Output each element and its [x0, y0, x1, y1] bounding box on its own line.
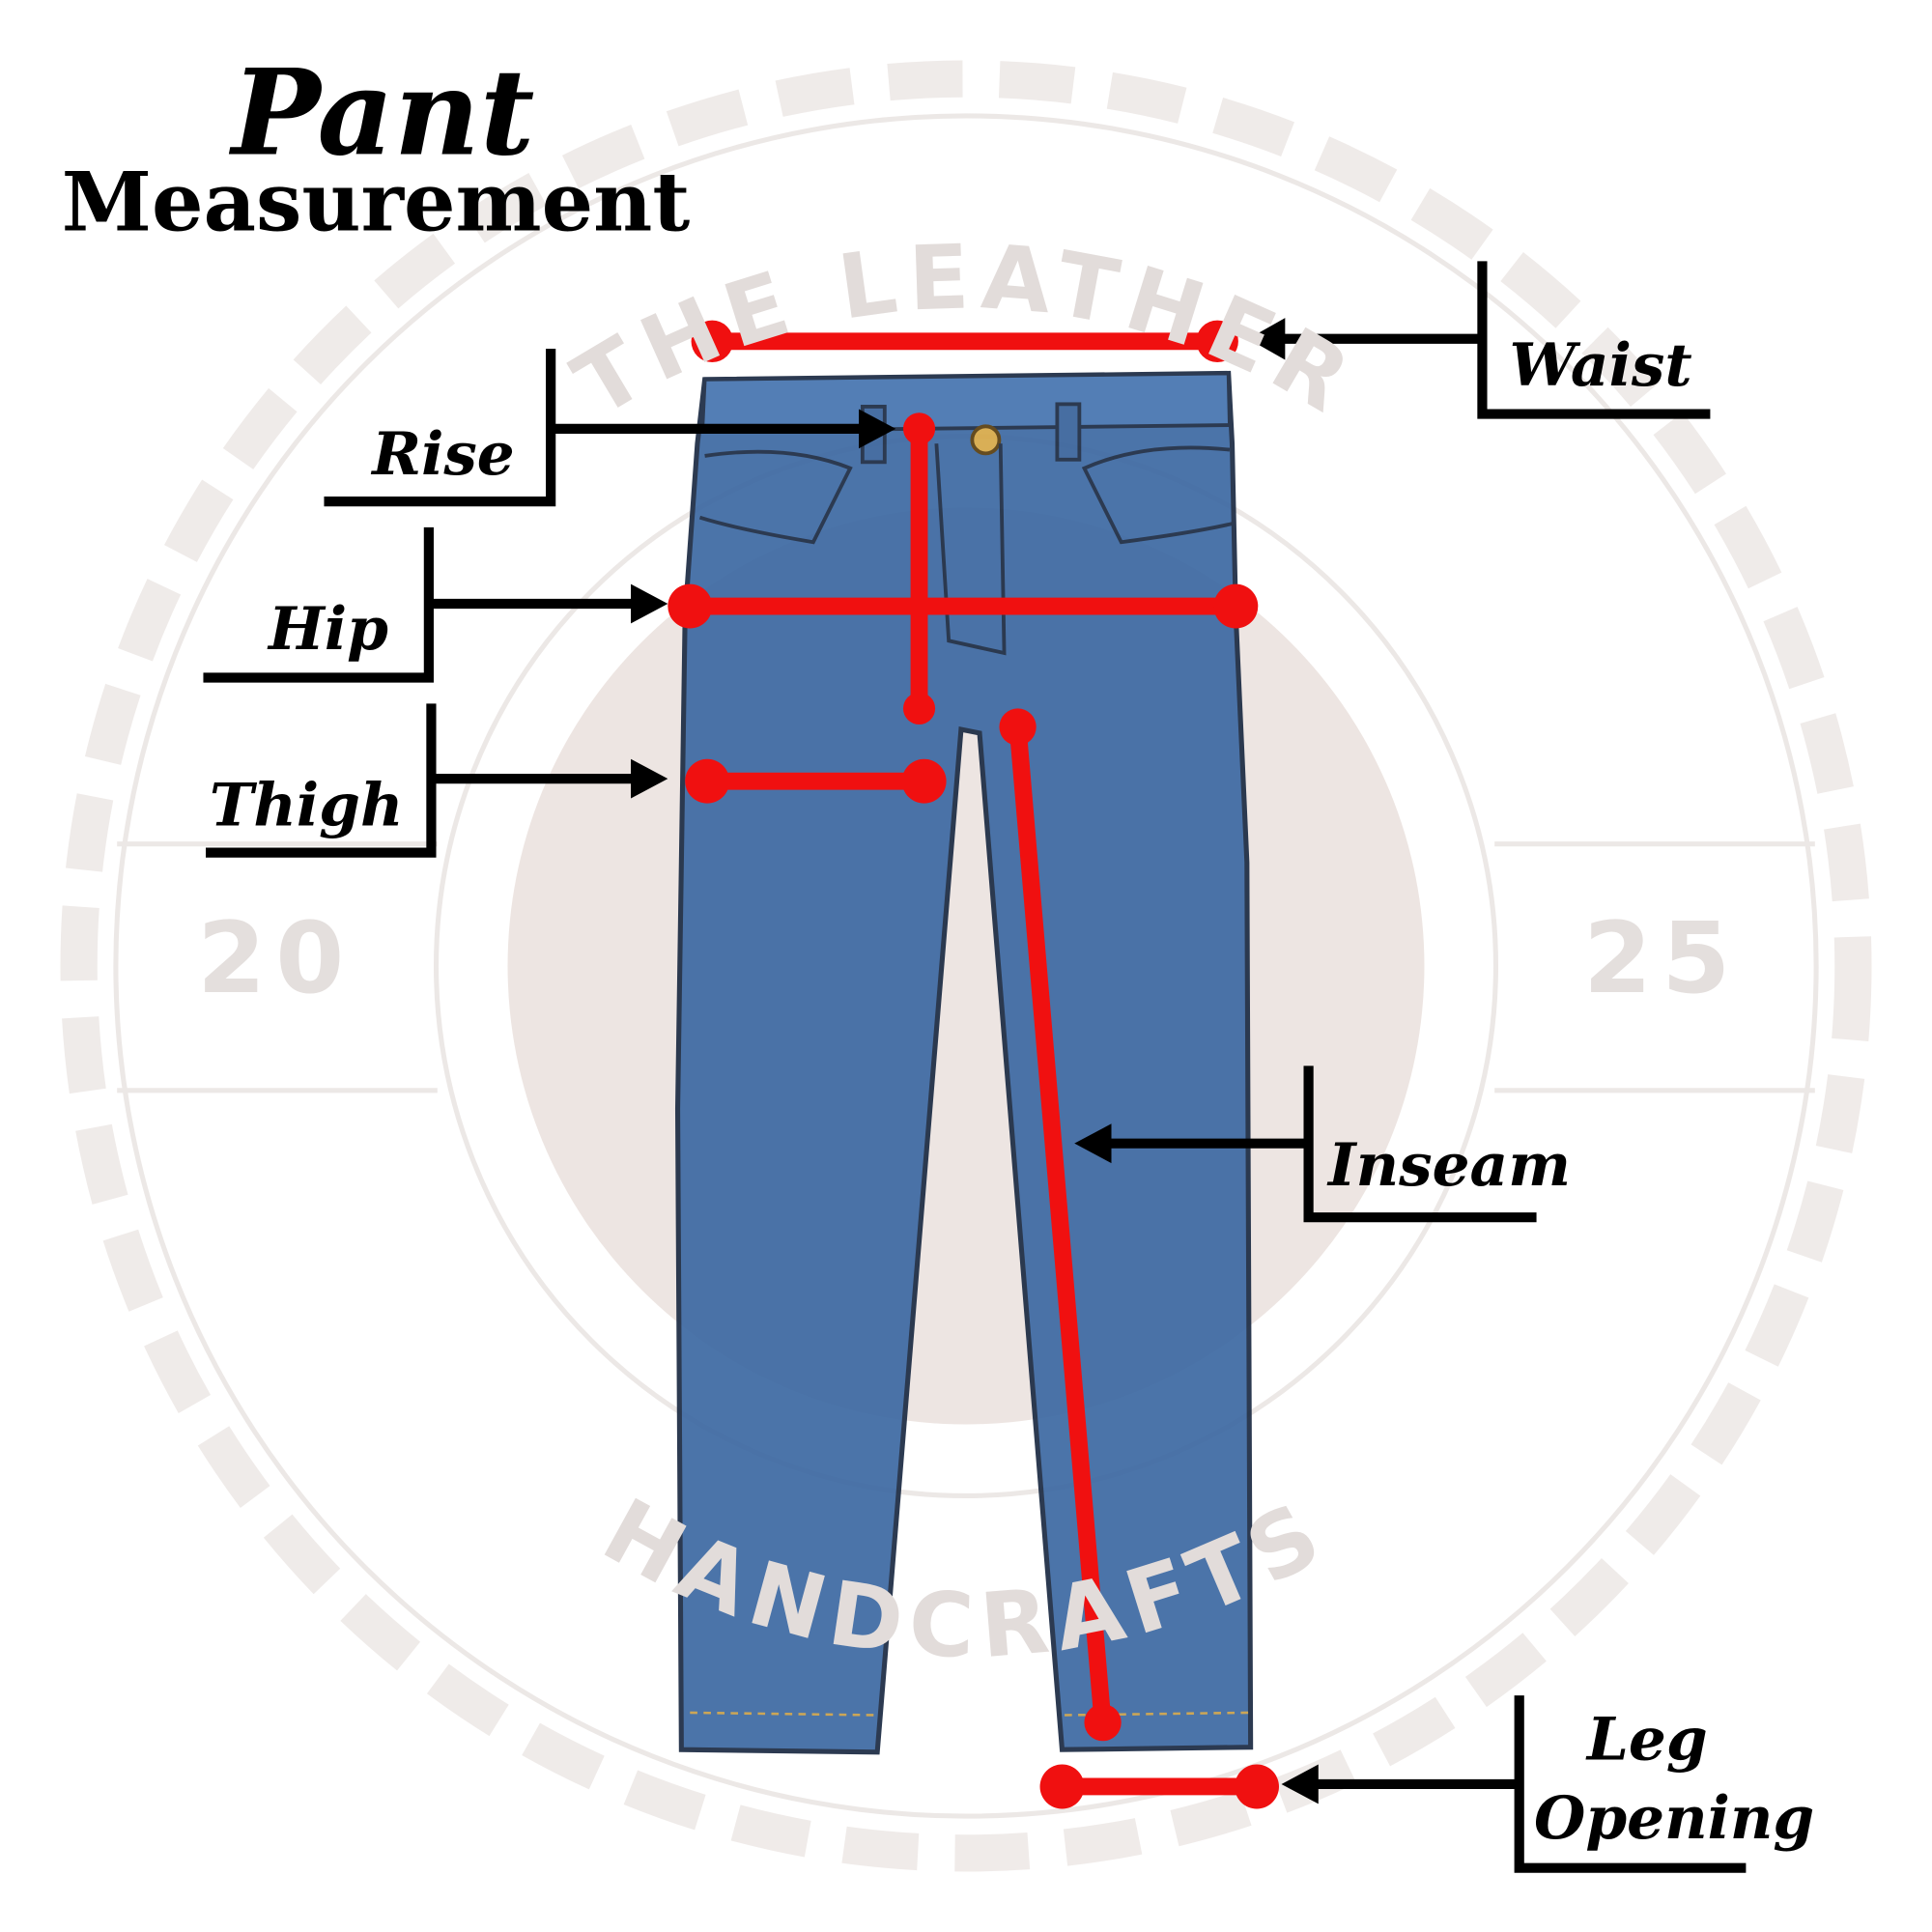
waist-measurement: Waist [691, 261, 1711, 419]
rise-measurement: Rise [324, 348, 936, 724]
waist-label: Waist [1510, 331, 1692, 400]
jeans-illustration [674, 370, 1254, 1755]
thigh-measurement: Thigh [206, 703, 947, 858]
title-measurement: Measurement [62, 155, 691, 250]
rise-arrow-icon [859, 409, 896, 449]
thigh-arrow-icon [631, 758, 668, 799]
inseam-arrow-icon [1074, 1123, 1112, 1164]
watermark-year-right: 25 [1583, 901, 1740, 1016]
waist-arrow-icon [1248, 318, 1286, 360]
hip-label: Hip [267, 595, 388, 664]
leg-opening-arrow-icon [1281, 1764, 1319, 1804]
leg-opening-label-line1: Leg [1585, 1705, 1708, 1774]
watermark-year-left: 20 [197, 901, 354, 1016]
inseam-measurement: Inseam [999, 708, 1571, 1742]
hip-measurement: Hip [203, 526, 1259, 683]
inseam-label: Inseam [1326, 1131, 1571, 1200]
thigh-label: Thigh [210, 772, 404, 840]
leg-opening-measurement: Leg Opening [1039, 1695, 1814, 1873]
leg-opening-label-line2: Opening [1534, 1784, 1814, 1853]
hip-arrow-icon [631, 583, 668, 624]
rise-label: Rise [370, 420, 515, 489]
title-pant: Pant [229, 43, 535, 182]
